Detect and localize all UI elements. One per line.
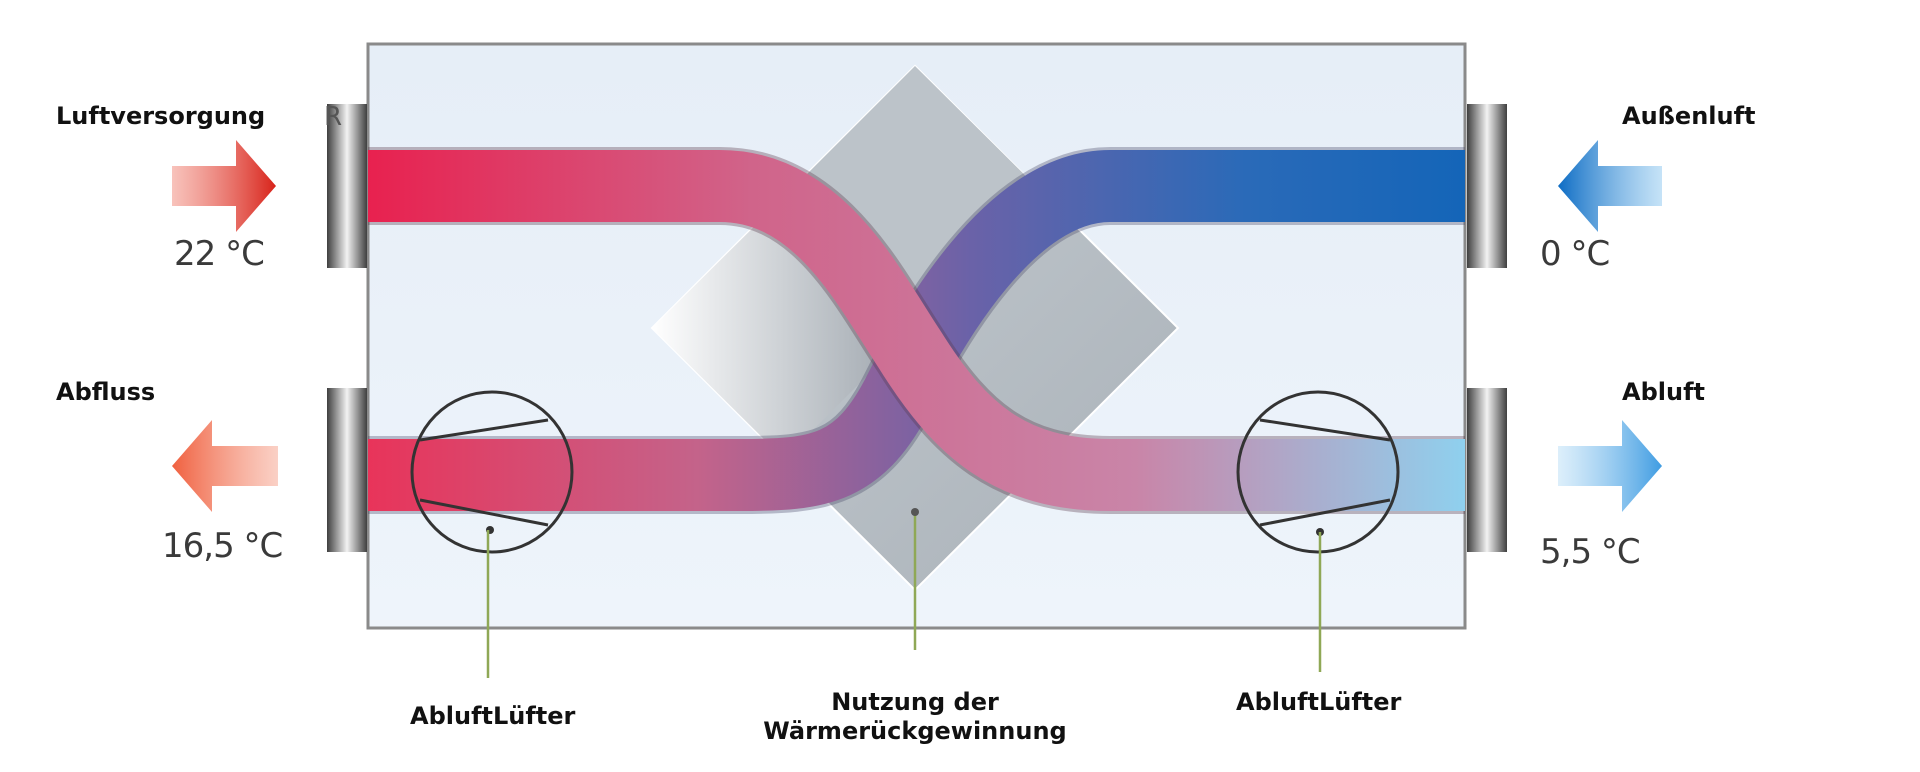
temp-exhaust: 5,5 °C	[1540, 532, 1641, 572]
label-heat-recovery-line1: Nutzung der	[831, 688, 999, 716]
corner-mark: R	[324, 102, 342, 132]
port-supply	[327, 104, 367, 268]
arrow-right-icon	[1558, 420, 1662, 512]
temp-outdoor: 0 °C	[1540, 234, 1610, 274]
arrow-left-icon	[1558, 140, 1662, 232]
duct-supply-to-exhaust-fill	[368, 150, 1465, 511]
port-exhaust	[1467, 388, 1507, 552]
label-fan-right: AbluftLüfter	[1236, 688, 1402, 716]
arrow-left-icon	[172, 420, 278, 512]
label-fan-left: AbluftLüfter	[410, 702, 576, 730]
label-exhaust: Abluft	[1622, 378, 1705, 406]
temp-outflow: 16,5 °C	[162, 526, 283, 566]
leader-dot-core	[911, 508, 919, 516]
port-outdoor	[1467, 104, 1507, 268]
label-supply: Luftversorgung	[56, 102, 266, 130]
temp-supply: 22 °C	[174, 234, 265, 274]
label-heat-recovery-line2: Wärmerückgewinnung	[763, 717, 1067, 745]
label-outdoor: Außenluft	[1622, 102, 1756, 130]
label-heat-recovery: Nutzung der Wärmerückgewinnung	[735, 688, 1095, 746]
label-outflow: Abfluss	[56, 378, 156, 406]
fan-icon	[410, 390, 574, 554]
fan-icon	[1236, 390, 1400, 554]
arrow-right-icon	[172, 140, 276, 232]
port-outflow	[327, 388, 367, 552]
